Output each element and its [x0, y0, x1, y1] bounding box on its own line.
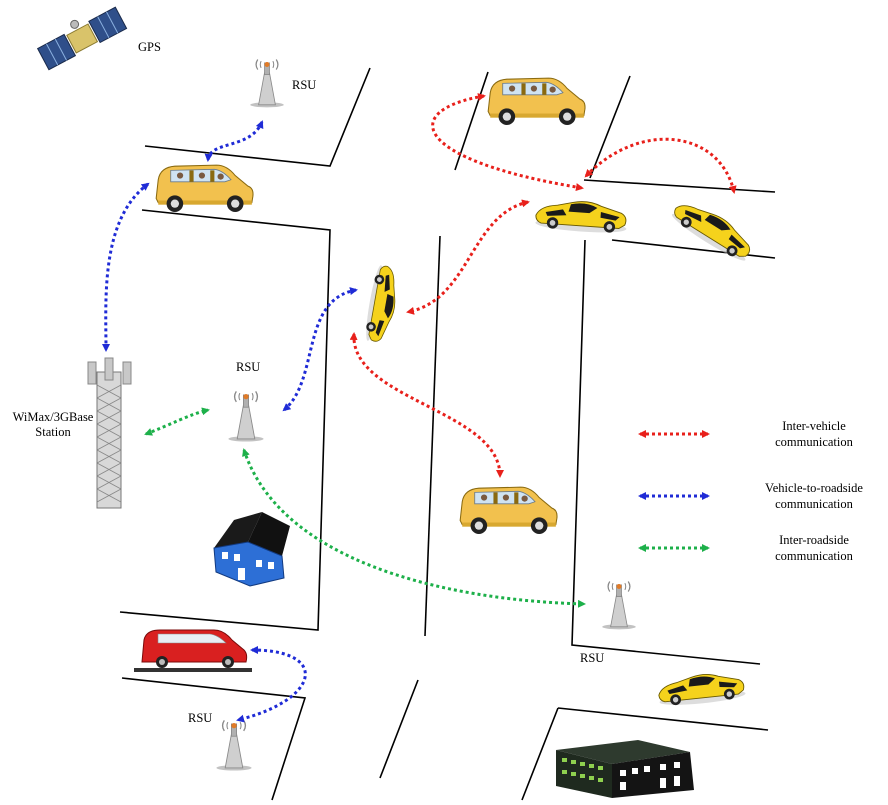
inter-roadside-links — [144, 407, 586, 608]
gps-label: GPS — [138, 40, 161, 54]
van-icon — [459, 486, 558, 535]
sports-car-icon — [668, 194, 759, 266]
legend-vehicle-to-roadside: Vehicle-to-roadside communication — [742, 480, 886, 512]
rsu-label-top: RSU — [292, 78, 317, 92]
inter-vehicle-links — [349, 93, 737, 478]
rsu-tower-icon — [601, 580, 637, 631]
legend-label-line1: Vehicle-to-roadside — [765, 481, 863, 495]
van-icon — [155, 164, 254, 213]
legend-label-line2: communication — [775, 497, 853, 511]
legend-label-line1: Inter-roadside — [779, 533, 849, 547]
base-station-label: WiMax/3GBase Station — [6, 410, 100, 440]
rsu-label-mid: RSU — [236, 360, 261, 374]
sports-car-icon — [534, 197, 629, 236]
house-icon — [213, 512, 290, 587]
legend-inter-roadside: Inter-roadside communication — [742, 532, 886, 564]
base-station-label-line1: WiMax/3GBase — [12, 410, 94, 424]
sports-car-icon — [362, 263, 402, 345]
rsu-tower-icon — [215, 719, 253, 772]
vehicle-to-roadside-links — [101, 120, 358, 723]
rsu-label-bottom: RSU — [188, 711, 213, 725]
legend-arrows — [638, 430, 710, 552]
rsu-tower-icon — [249, 58, 285, 109]
legend-label-line1: Inter-vehicle — [782, 419, 846, 433]
base-station-tower-icon — [87, 357, 132, 509]
base-station-label-line2: Station — [35, 425, 71, 439]
red-van-icon — [134, 629, 252, 672]
legend-inter-vehicle: Inter-vehicle communication — [742, 418, 886, 450]
rsu-tower-icon — [227, 390, 265, 443]
sports-car-icon — [656, 669, 747, 709]
legend-label-line2: communication — [775, 549, 853, 563]
office-building-icon — [556, 740, 694, 798]
van-icon — [487, 77, 586, 126]
legend-label-line2: communication — [775, 435, 853, 449]
rsu-label-right: RSU — [580, 651, 605, 665]
satellite-icon — [36, 6, 128, 71]
